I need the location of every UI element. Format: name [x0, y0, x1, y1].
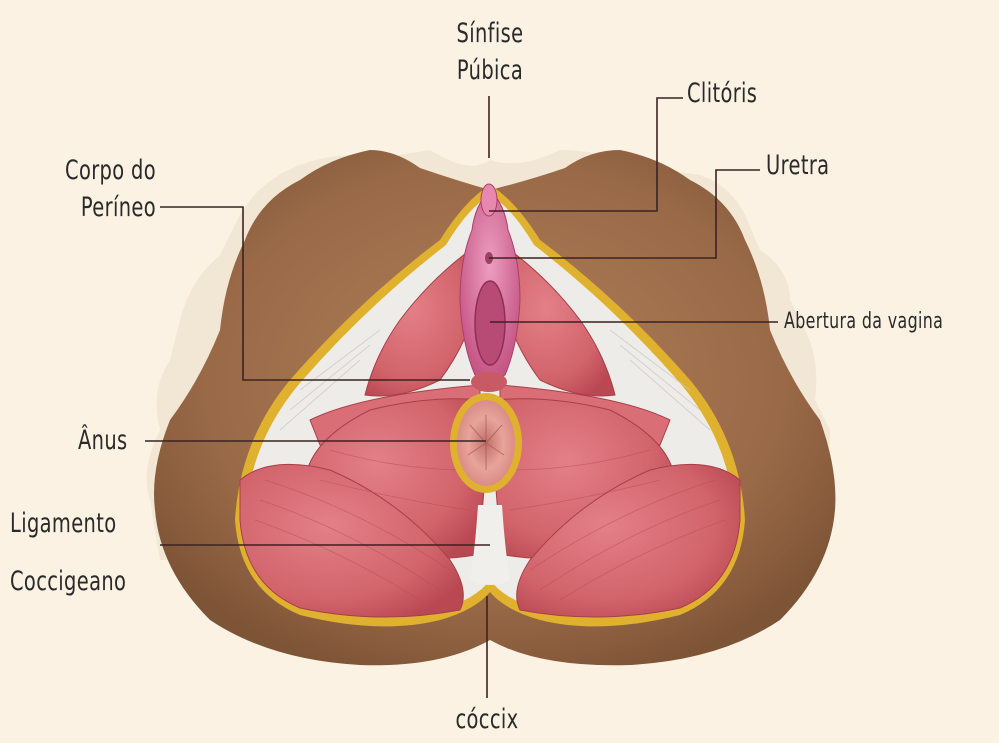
vagina-opening: [475, 281, 505, 365]
label-abertura: Abertura da vagina: [784, 306, 943, 338]
label-clitoris: Clitóris: [687, 78, 757, 110]
label-sinfise-line2: Púbica: [454, 55, 526, 87]
label-anus: Ânus: [78, 425, 128, 457]
label-sinfise-line1: Sínfise: [454, 18, 526, 50]
label-ligamento-line2: Coccigeano: [10, 566, 126, 598]
label-uretra: Uretra: [766, 150, 829, 182]
label-corpo-line2: Períneo: [44, 192, 156, 224]
label-coccix: cóccix: [451, 704, 523, 736]
label-ligamento-line1: Ligamento: [10, 508, 116, 540]
perineal-body: [471, 372, 507, 392]
label-corpo-line1: Corpo do: [44, 155, 156, 187]
